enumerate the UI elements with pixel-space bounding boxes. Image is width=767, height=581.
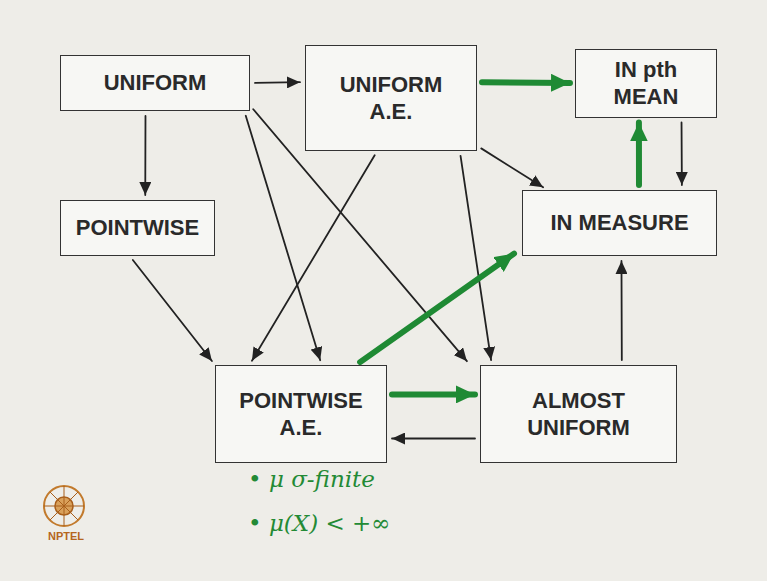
implication-arrow-green [636, 122, 642, 185]
box-label: IN MEASURE [550, 209, 688, 237]
implication-arrow [461, 156, 492, 360]
box-label: UNIFORM [104, 69, 207, 97]
implication-arrow [481, 148, 543, 187]
box-label: POINTWISE [76, 214, 199, 242]
implication-arrow [392, 438, 475, 440]
box-label: ALMOST UNIFORM [491, 387, 666, 442]
implication-arrow-green [392, 391, 475, 397]
implication-arrow [255, 81, 300, 84]
implication-arrow [144, 116, 146, 195]
in-measure-box: IN MEASURE [522, 190, 717, 256]
implication-arrow [133, 260, 212, 361]
box-label: POINTWISE A.E. [226, 387, 376, 442]
pointwise-box: POINTWISE [60, 200, 215, 256]
uniform-box: UNIFORM [60, 55, 250, 111]
implication-arrow-green [360, 254, 514, 363]
implication-arrow [681, 122, 683, 185]
logo-text: NPTEL [48, 530, 84, 542]
implication-arrow-green [482, 79, 570, 86]
implication-arrow [246, 116, 320, 360]
logo-spokes [44, 486, 84, 526]
uniform-ae-box: UNIFORM A.E. [305, 45, 477, 151]
condition-note: • μ(X) < +∞ [248, 510, 390, 536]
box-label: IN pth MEAN [586, 56, 706, 111]
implication-arrow [621, 261, 623, 360]
condition-note: • μ σ-finite [248, 466, 375, 492]
box-label: UNIFORM A.E. [316, 71, 466, 126]
almost-uniform-box: ALMOST UNIFORM [480, 365, 677, 463]
logo-ring [44, 486, 84, 526]
pth-mean-box: IN pth MEAN [575, 49, 717, 118]
implication-arrow [252, 155, 375, 360]
pointwise-ae-box: POINTWISE A.E. [215, 365, 387, 463]
